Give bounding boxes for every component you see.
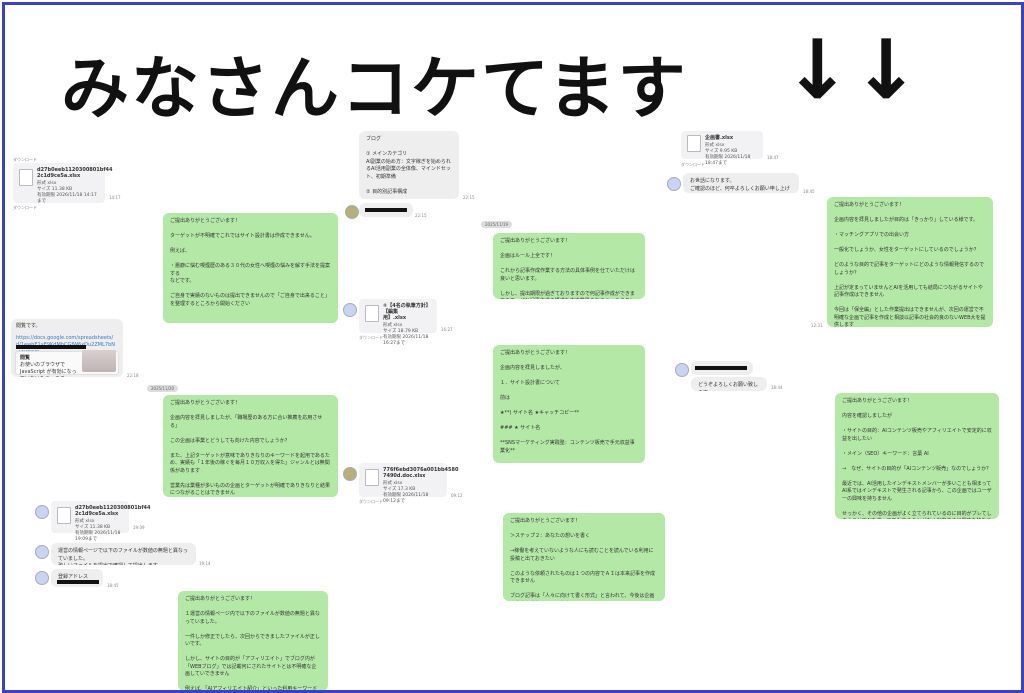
message-text: ご提出ありがとうございます！ 企画はルール上全です！ これから記事作成作業する方… xyxy=(500,238,636,299)
link-message-bubble: 閲覧です。 https://docs.google.com/spreadshee… xyxy=(11,319,123,377)
timestamp: 18:44 xyxy=(771,385,783,390)
redacted-text xyxy=(16,345,86,349)
message-text: ご提出ありがとうございます！ 企画内容を拝見しましたが、「職場歴のある方に合い推… xyxy=(170,400,330,496)
message-bubble: ご提出ありがとうございます！ １運営の情報ページ内で以下のファイルが数値の無題と… xyxy=(178,591,328,691)
user-avatar[interactable] xyxy=(345,205,359,219)
message-text: 登録アドレス xyxy=(58,574,89,580)
download-label[interactable]: ダウンロード xyxy=(681,162,705,167)
user-avatar[interactable] xyxy=(35,505,49,519)
message-bubble: ご提出ありがとうございます！ 企画内容を拝見しましたが、 １．サイト設計書につい… xyxy=(493,345,645,463)
file-name: d27b0eeb1120300801bf44 2c1d9ce5a.xlsx xyxy=(37,167,113,179)
document-icon xyxy=(19,169,33,186)
redacted-text xyxy=(695,366,747,370)
message-text: 運営の情報ページで以下のファイルが数値の無題と異なっていました。 改しいファイル… xyxy=(58,548,188,565)
timestamp: 12:31 xyxy=(811,323,823,328)
down-arrows-icon: ↓↓ xyxy=(783,23,921,118)
timestamp: 18:45 xyxy=(107,583,119,588)
headline-text: みなさんコケてます xyxy=(61,50,688,129)
timestamp: 19:14 xyxy=(199,561,211,566)
preview-thumbnail xyxy=(82,350,116,372)
user-avatar[interactable] xyxy=(35,545,49,559)
document-icon xyxy=(365,305,379,322)
timestamp: 18:45 xyxy=(803,189,815,194)
link-preview[interactable]: 閲覧 お使いのブラウザで JavaScript が有効になっていないため、この.… xyxy=(15,350,119,377)
message-bubble: 登録アドレス xyxy=(51,569,103,587)
file-attachment[interactable]: 776f6ebd3076a001bb4580 7490d.doc.xlsx 形式… xyxy=(359,463,459,504)
download-label[interactable]: ダウンロード xyxy=(359,335,383,340)
document-icon xyxy=(365,469,379,486)
document-icon xyxy=(687,135,701,152)
file-meta: 形式 xlsx サイズ 18.79 KB 有効期限 2026/11/18 16:… xyxy=(383,323,429,346)
file-meta: 形式 xlsx サイズ 17.3 KB 有効期限 2026/11/18 09:1… xyxy=(383,481,429,504)
user-avatar[interactable] xyxy=(343,467,357,481)
file-attachment[interactable]: d27b0eeb1120300801bf44 2c1d9ce5a.xlsx 形式… xyxy=(51,501,151,542)
date-divider: 2025/11/20 xyxy=(147,385,179,392)
file-name: 776f6ebd3076a001bb4580 7490d.doc.xlsx xyxy=(383,467,459,479)
message-text: ご提出ありがとうございます！ 企画内容を拝見しましたが、 １．サイト設計書につい… xyxy=(500,350,635,463)
download-label[interactable]: ダウンロード xyxy=(13,157,37,162)
user-avatar[interactable] xyxy=(675,363,689,377)
file-attachment[interactable]: 企画書.xlsx 形式 xlsx サイズ 9.95 KB 有効期限 2026/1… xyxy=(681,131,763,166)
message-text: 閲覧です。 xyxy=(16,323,41,329)
message-bubble: ご提出ありがとうございます！ 内容を確認しましたが ・サイトの目的：AIコンテン… xyxy=(835,393,999,519)
message-text: ご提出ありがとうございます！ ターゲットが不明確でこれではサイト設計書は作成でき… xyxy=(170,218,331,307)
user-avatar[interactable] xyxy=(343,303,357,317)
page-title: みなさんコケてます xyxy=(61,33,688,132)
document-icon xyxy=(57,507,71,524)
timestamp: 18:47 xyxy=(767,155,779,160)
file-meta: 形式 xlsx サイズ 11.38 KB 有効期限 2026/11/18 19:… xyxy=(75,519,121,542)
message-text: ご提出ありがとうございます！ 企画内容を拝見しましたが目的は「きっかり」している… xyxy=(834,202,986,327)
preview-text: お使いのブラウザで JavaScript が有効になっていないため、この... xyxy=(20,362,77,377)
timestamp: 09:12 xyxy=(451,493,463,498)
timestamp: 22:15 xyxy=(415,213,427,218)
download-label[interactable]: ダウンロード xyxy=(13,205,37,210)
timestamp: 19:09 xyxy=(133,525,145,530)
user-avatar[interactable] xyxy=(667,177,681,191)
message-bubble: ご提出ありがとうございます！ ターゲットが不明確でこれではサイト設計書は作成でき… xyxy=(163,213,338,323)
redacted-text xyxy=(365,208,407,212)
timestamp: 22:18 xyxy=(127,373,139,378)
file-meta: 形式 xlsx サイズ 9.95 KB 有効期限 2026/11/18 18:4… xyxy=(705,143,751,166)
message-bubble: どうぞよろしくお願い致します。 xyxy=(691,377,767,391)
download-label[interactable]: ダウンロード xyxy=(359,499,383,504)
message-text: お世話になります。 ご確認のほど、何卒よろしくお願い申し上げます。 xyxy=(690,178,790,192)
date-divider: 2025/11/19 xyxy=(481,221,513,228)
file-attachment[interactable]: ①【4名の執筆方針】【編集 用】.xlsx 形式 xlsx サイズ 18.79 … xyxy=(359,299,437,346)
message-text: ブログ ① メインカテゴリ AI副業の始め方：文字稼ぎを始められるAI活用副業の… xyxy=(366,136,451,195)
message-bubble xyxy=(359,203,413,217)
preview-title: 閲覧 xyxy=(20,355,31,361)
message-text: ご提出ありがとうございます！ 内容を確認しましたが ・サイトの目的：AIコンテン… xyxy=(842,398,992,519)
file-name: ①【4名の執筆方針】【編集 用】.xlsx xyxy=(383,303,431,321)
file-name: 企画書.xlsx xyxy=(705,135,734,141)
message-bubble xyxy=(691,361,753,375)
message-bubble: ご提出ありがとうございます！ 企画内容を拝見しましたが目的は「きっかり」している… xyxy=(827,197,993,327)
message-bubble: 運営の情報ページで以下のファイルが数値の無題と異なっていました。 改しいファイル… xyxy=(51,543,196,565)
file-meta: 形式 xlsx サイズ 11.38 KB 有効期限 2026/11/18 14:… xyxy=(37,181,97,204)
message-text: ご提出ありがとうございます！ ＞ステップ２：あなたの想いを書く →稼働を考えてい… xyxy=(510,518,656,601)
timestamp: 22:15 xyxy=(463,195,475,200)
message-text: どうぞよろしくお願い致します。 xyxy=(698,382,759,391)
user-avatar[interactable] xyxy=(35,571,49,585)
message-bubble: ご提出ありがとうございます！ 企画内容を拝見しましたが、「職場歴のある方に合い推… xyxy=(163,395,338,497)
message-bubble: ブログ ① メインカテゴリ AI副業の始め方：文字稼ぎを始められるAI活用副業の… xyxy=(359,131,459,199)
timestamp: 14:17 xyxy=(109,195,121,200)
message-bubble: ご提出ありがとうございます！ 企画はルール上全です！ これから記事作成作業する方… xyxy=(493,233,645,299)
message-text: ご提出ありがとうございます！ １運営の情報ページ内で以下のファイルが数値の無題と… xyxy=(185,596,320,691)
message-bubble: お世話になります。 ご確認のほど、何卒よろしくお願い申し上げます。 xyxy=(683,173,799,193)
redacted-text xyxy=(57,580,99,584)
file-name: d27b0eeb1120300801bf44 2c1d9ce5a.xlsx xyxy=(75,505,151,517)
message-bubble: ご提出ありがとうございます！ ＞ステップ２：あなたの想いを書く →稼働を考えてい… xyxy=(503,513,665,601)
file-attachment[interactable]: d27b0eeb1120300801bf44 2c1d9ce5a.xlsx 形式… xyxy=(13,163,113,204)
timestamp: 16:27 xyxy=(441,327,453,332)
